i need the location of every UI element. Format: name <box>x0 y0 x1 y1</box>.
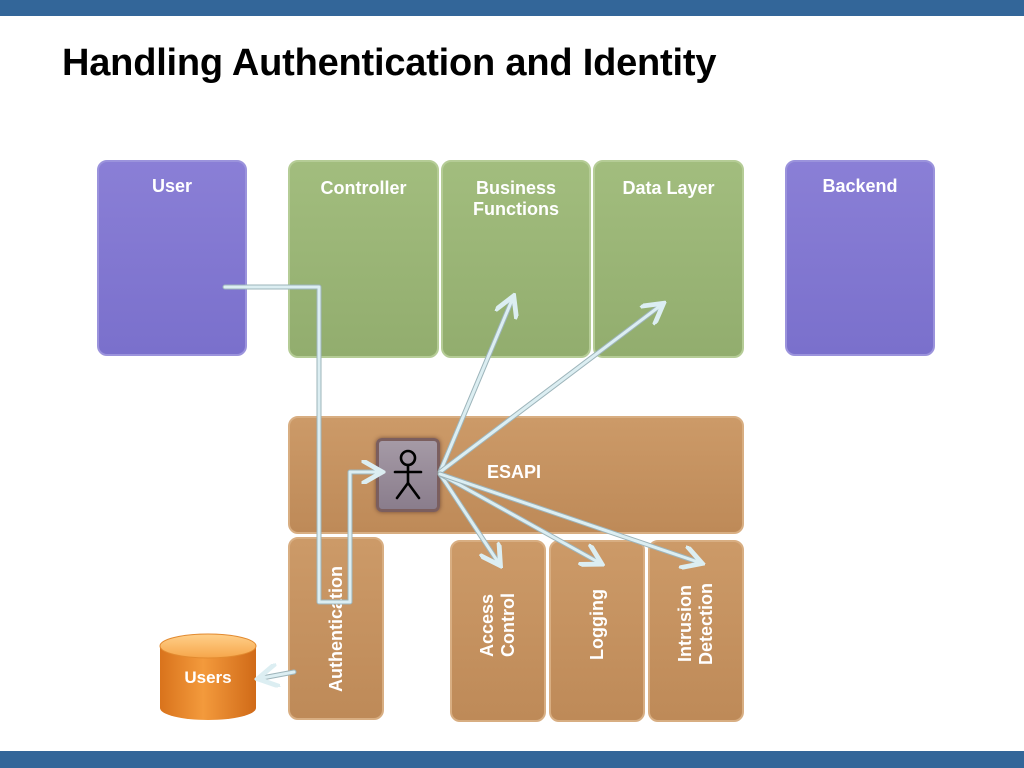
data-layer-box: Data Layer <box>593 160 744 358</box>
access-control-box: Access Control <box>450 540 546 722</box>
business-functions-box: Business Functions <box>441 160 591 358</box>
stick-figure-icon <box>393 449 423 500</box>
authentication-box: Authentication <box>288 537 384 720</box>
logging-box: Logging <box>549 540 645 722</box>
slide-title: Handling Authentication and Identity <box>62 42 717 84</box>
user-label: User <box>151 176 193 196</box>
top-accent-bar <box>0 0 1024 16</box>
data-layer-label: Data Layer <box>622 178 715 198</box>
controller-label: Controller <box>320 178 407 198</box>
esapi-label: ESAPI <box>487 462 542 482</box>
users-database-label: Users <box>184 668 232 687</box>
user-box: User <box>97 160 247 356</box>
database-cylinder-icon <box>159 633 257 720</box>
bottom-accent-bar <box>0 751 1024 768</box>
users-database: Users <box>158 632 258 722</box>
backend-label: Backend <box>822 176 898 196</box>
business-functions-label: Business Functions <box>473 178 559 219</box>
backend-box: Backend <box>785 160 935 356</box>
arrow-user-to-authentication <box>222 284 381 605</box>
controller-box: Controller <box>288 160 439 358</box>
